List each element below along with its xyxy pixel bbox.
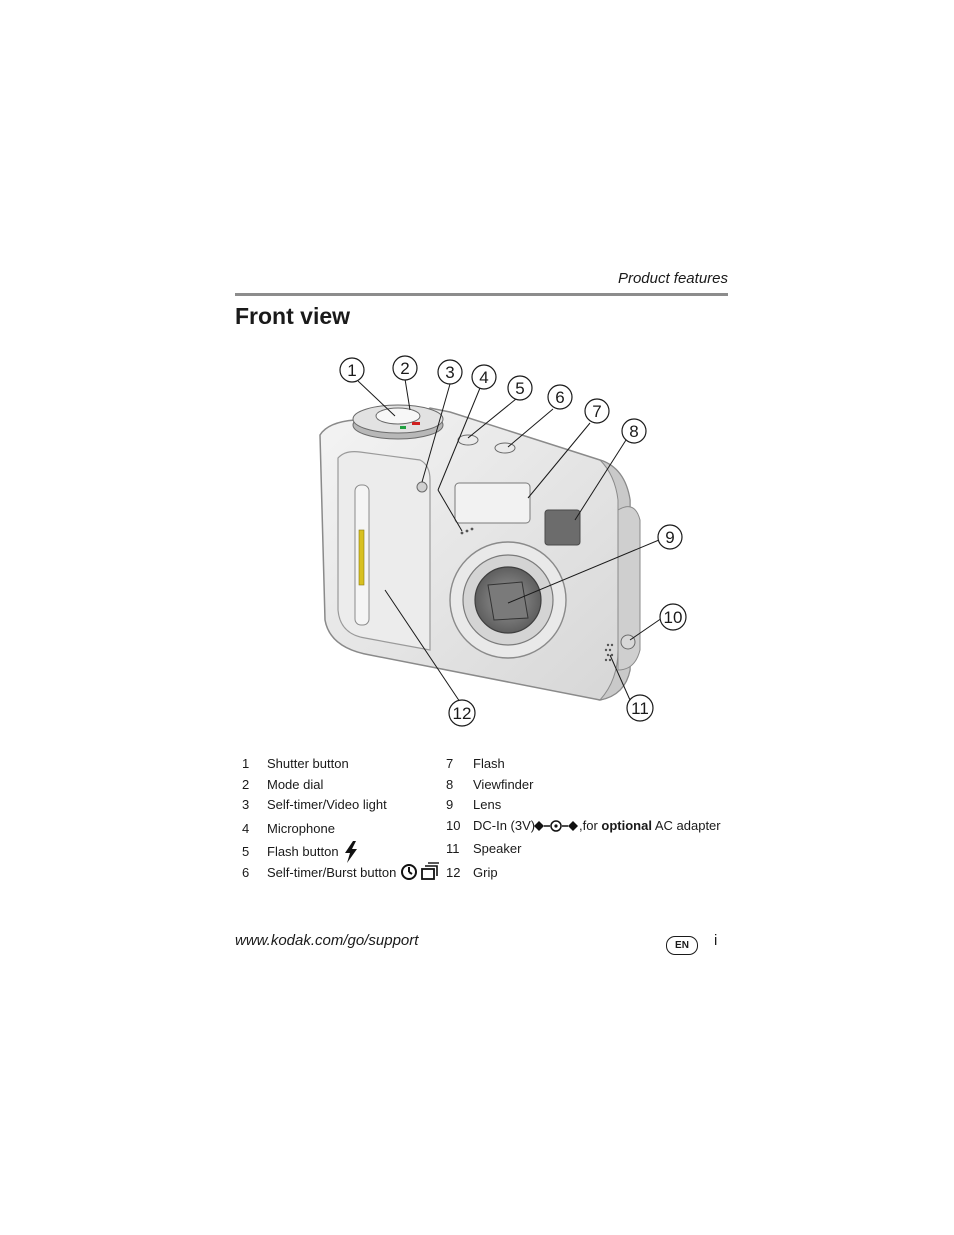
self-timer-burst-icon xyxy=(401,862,439,880)
legend-label: Speaker xyxy=(473,841,522,856)
legend-num: 3 xyxy=(242,797,250,812)
legend-label: Self-timer/Video light xyxy=(267,797,387,812)
flash-window xyxy=(454,482,531,524)
legend-num: 5 xyxy=(242,844,250,859)
dc-in-port xyxy=(620,634,636,650)
callout-12: 12 xyxy=(448,699,476,727)
page-number: i xyxy=(714,932,718,949)
legend-label-bold: optional xyxy=(601,818,652,833)
legend-label: DC-In (3V) xyxy=(473,818,536,833)
svg-text:12: 12 xyxy=(453,704,472,723)
callout-11: 11 xyxy=(626,694,654,722)
legend-num: 8 xyxy=(446,777,454,792)
callout-7: 7 xyxy=(584,398,610,424)
dc-polarity-icon xyxy=(534,820,578,832)
svg-text:1: 1 xyxy=(347,361,356,380)
callout-5: 5 xyxy=(507,375,533,401)
callout-9: 9 xyxy=(657,524,683,550)
legend-label: Mode dial xyxy=(267,777,324,792)
viewfinder-window xyxy=(544,509,581,546)
callout-1: 1 xyxy=(339,357,365,383)
callout-8: 8 xyxy=(621,418,647,444)
svg-text:3: 3 xyxy=(445,363,454,382)
mode-dial xyxy=(352,404,444,440)
svg-text:2: 2 xyxy=(400,359,409,378)
svg-text:10: 10 xyxy=(664,608,683,627)
legend-num: 7 xyxy=(446,756,454,771)
callout-2: 2 xyxy=(392,355,418,381)
camera-front-view-figure: 1 2 3 4 5 6 7 8 9 10 11 12 xyxy=(319,355,687,727)
leader-lines xyxy=(357,378,663,703)
section-header: Product features xyxy=(617,270,728,287)
svg-text:9: 9 xyxy=(665,528,674,547)
svg-text:8: 8 xyxy=(629,422,638,441)
legend-label: Lens xyxy=(473,797,502,812)
language-badge: EN xyxy=(666,936,698,955)
lens-assembly xyxy=(449,541,567,659)
page-title: Front view xyxy=(235,303,351,329)
legend-label: Grip xyxy=(473,865,498,880)
microphone-holes xyxy=(460,527,474,535)
callout-10: 10 xyxy=(659,603,687,631)
legend-num: 12 xyxy=(446,865,461,880)
svg-text:11: 11 xyxy=(631,699,649,718)
speaker-grille xyxy=(604,643,614,662)
svg-text:4: 4 xyxy=(479,368,488,387)
legend-label: Viewfinder xyxy=(473,777,534,792)
flash-icon xyxy=(345,841,357,863)
legend-label-mid: ,for xyxy=(579,818,602,833)
legend-num: 2 xyxy=(242,777,250,792)
legend-num: 6 xyxy=(242,865,250,880)
self-timer-light xyxy=(416,481,428,493)
callout-3: 3 xyxy=(437,359,463,385)
legend-num: 11 xyxy=(446,841,460,856)
legend-label: Microphone xyxy=(267,821,335,836)
legend-label: Shutter button xyxy=(267,756,349,771)
callout-6: 6 xyxy=(547,384,573,410)
legend-label-continued: ,for optional AC adapter xyxy=(579,818,721,833)
legend-num: 4 xyxy=(242,821,250,836)
legend-label: Flash button xyxy=(267,844,339,859)
legend-num: 9 xyxy=(446,797,454,812)
legend-label-suffix: AC adapter xyxy=(651,818,721,833)
svg-text:7: 7 xyxy=(592,402,601,421)
legend-num: 1 xyxy=(242,756,250,771)
legend-label: Self-timer/Burst button xyxy=(267,865,397,880)
legend-label: Flash xyxy=(473,756,505,771)
support-url[interactable]: www.kodak.com/go/support xyxy=(235,932,419,949)
svg-text:5: 5 xyxy=(515,379,524,398)
header-rule xyxy=(235,293,728,296)
callout-4: 4 xyxy=(471,364,497,390)
legend-num: 10 xyxy=(446,818,461,833)
svg-text:6: 6 xyxy=(555,388,564,407)
